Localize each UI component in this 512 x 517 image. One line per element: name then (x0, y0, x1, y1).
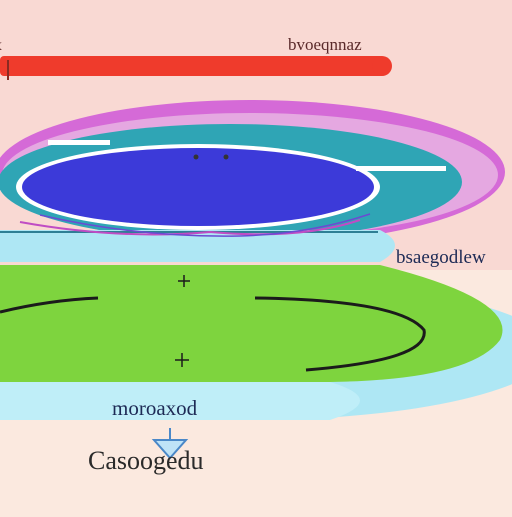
top-left-label: x (0, 38, 2, 54)
marker-dot (193, 154, 199, 160)
bottom-label: Casoogedu (88, 446, 204, 475)
marker-dot (223, 154, 229, 160)
plus-icon (175, 353, 189, 367)
green-layer (0, 265, 503, 382)
right-label: bsaegodlew (396, 247, 486, 268)
cyan-layer (0, 230, 395, 262)
connector-strands (19, 219, 361, 236)
arc-line-left (0, 296, 99, 314)
arc-line-right (254, 296, 426, 372)
marker-bar-left (48, 140, 110, 145)
connector-strands (39, 213, 371, 237)
down-arrow-icon (151, 428, 189, 460)
plus-icon (178, 275, 190, 287)
top-right-label: bvoeqnnaz (288, 35, 362, 54)
blue-core (22, 148, 374, 226)
base-layer (0, 382, 360, 420)
top-bar-cap (372, 56, 392, 76)
top-bar (0, 56, 384, 76)
marker-bar-right (356, 166, 446, 171)
middle-label: moroaxod (112, 396, 198, 420)
